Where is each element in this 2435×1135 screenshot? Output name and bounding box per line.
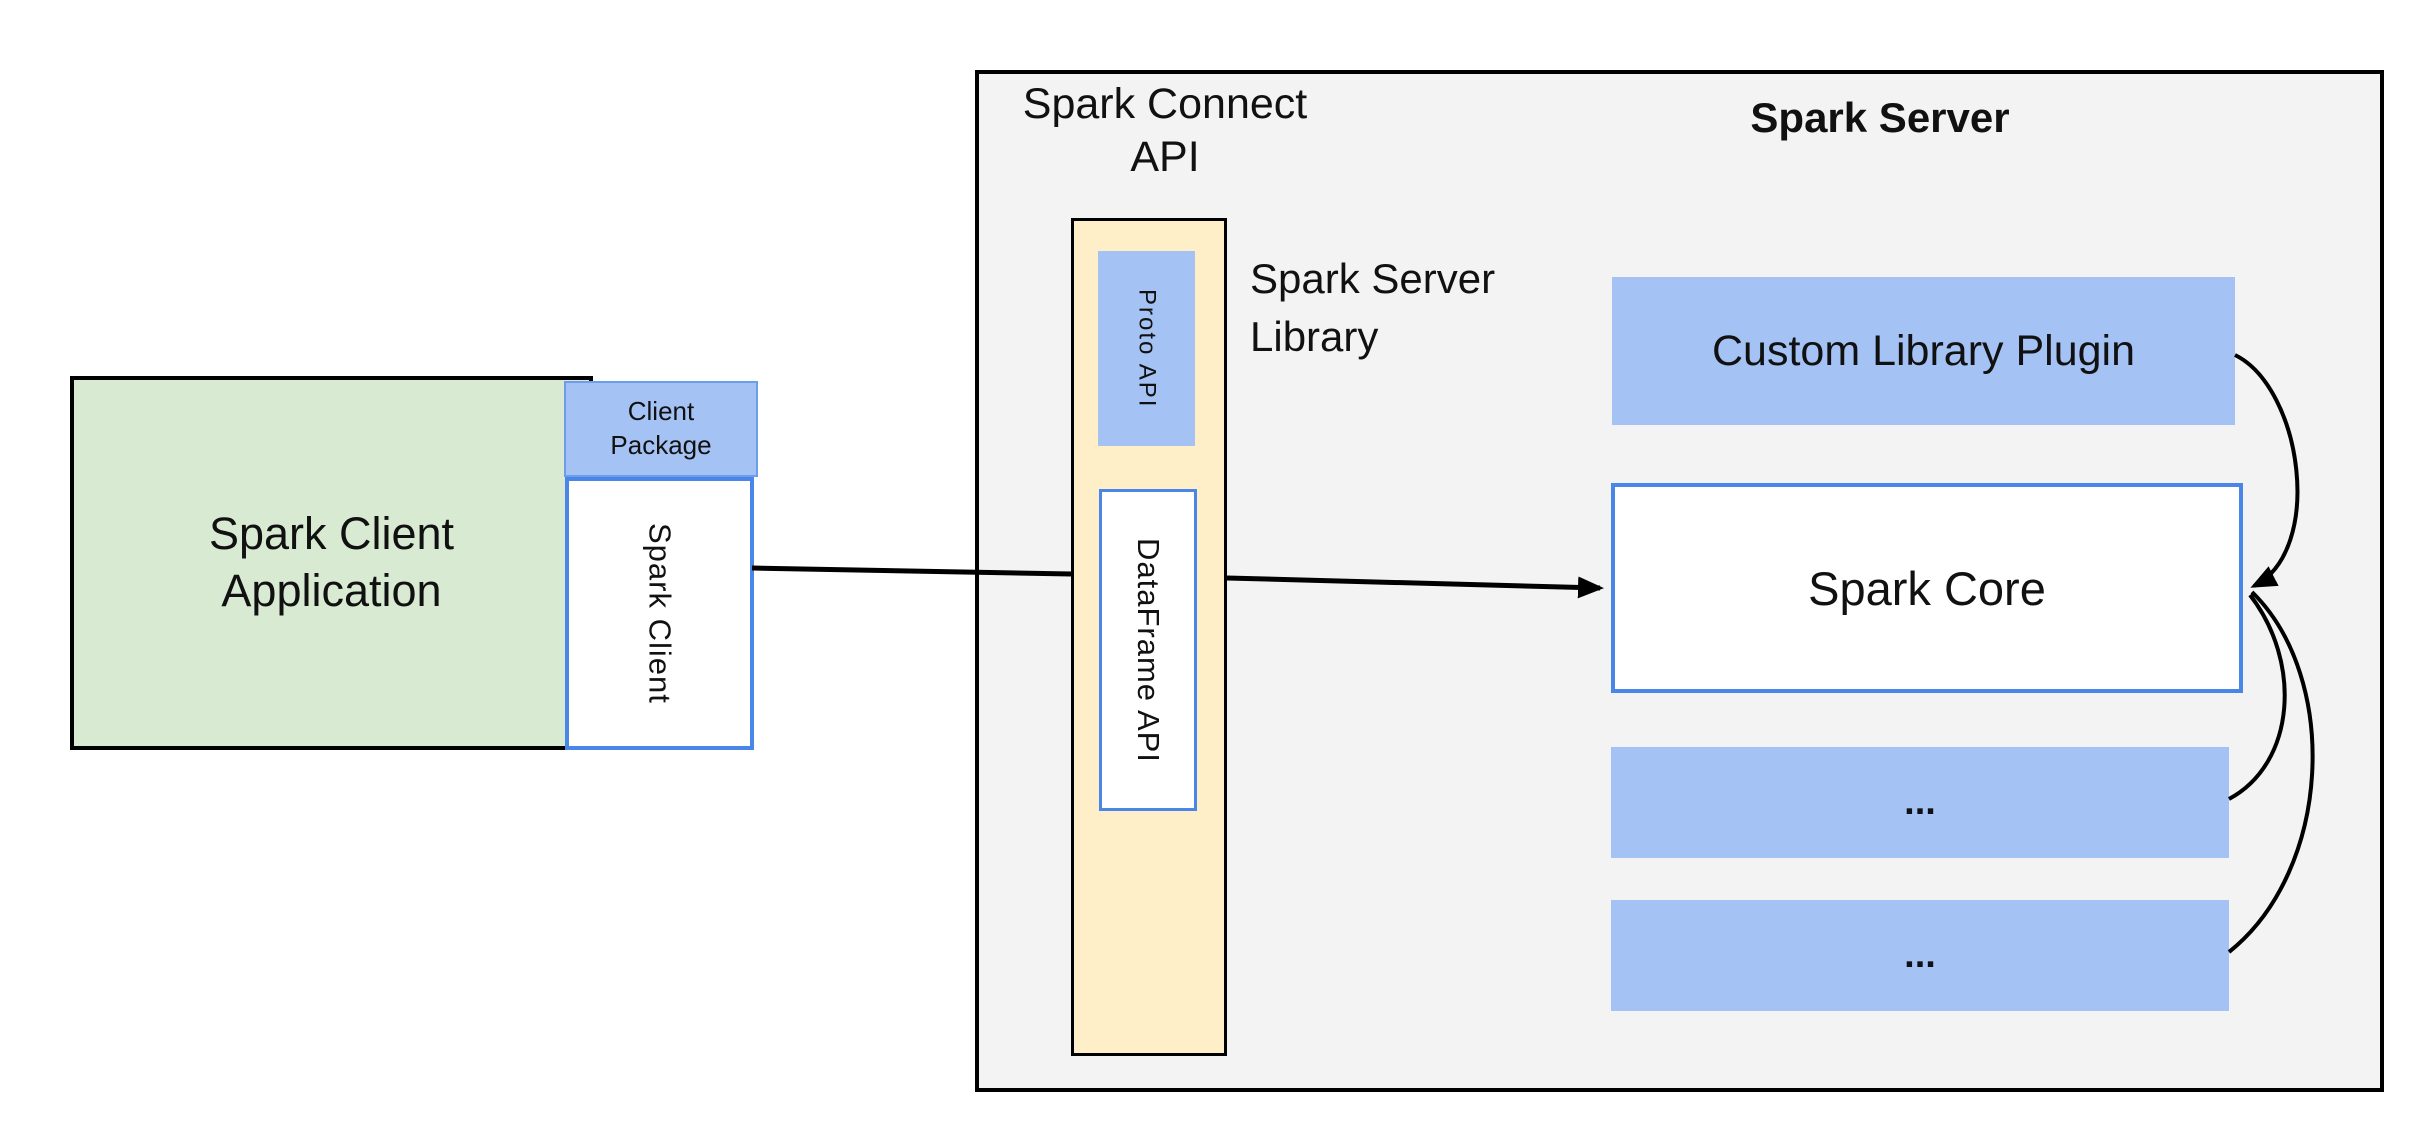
spark-connect-api-label: Spark Connect API	[1022, 80, 1308, 182]
spark-core-box: Spark Core	[1611, 483, 2243, 693]
plugin-slot-box-1: ...	[1611, 747, 2229, 858]
spark-client-box: Spark Client	[565, 477, 754, 750]
client-package-box: Client Package	[564, 381, 758, 477]
spark-client-label: Spark Client	[642, 523, 678, 704]
plugin-slot-box-2: ...	[1611, 900, 2229, 1011]
spark-client-application-box: Spark Client Application	[70, 376, 593, 750]
spark-server-title: Spark Server	[1750, 94, 2010, 141]
dataframe-api-label: DataFrame API	[1131, 537, 1166, 763]
dataframe-api-box: DataFrame API	[1099, 489, 1197, 811]
spark-server-library-label: Spark Server Library	[1250, 255, 1496, 360]
custom-library-plugin-box: Custom Library Plugin	[1612, 277, 2235, 425]
proto-api-label: Proto API	[1133, 288, 1161, 409]
proto-api-box: Proto API	[1098, 251, 1195, 446]
